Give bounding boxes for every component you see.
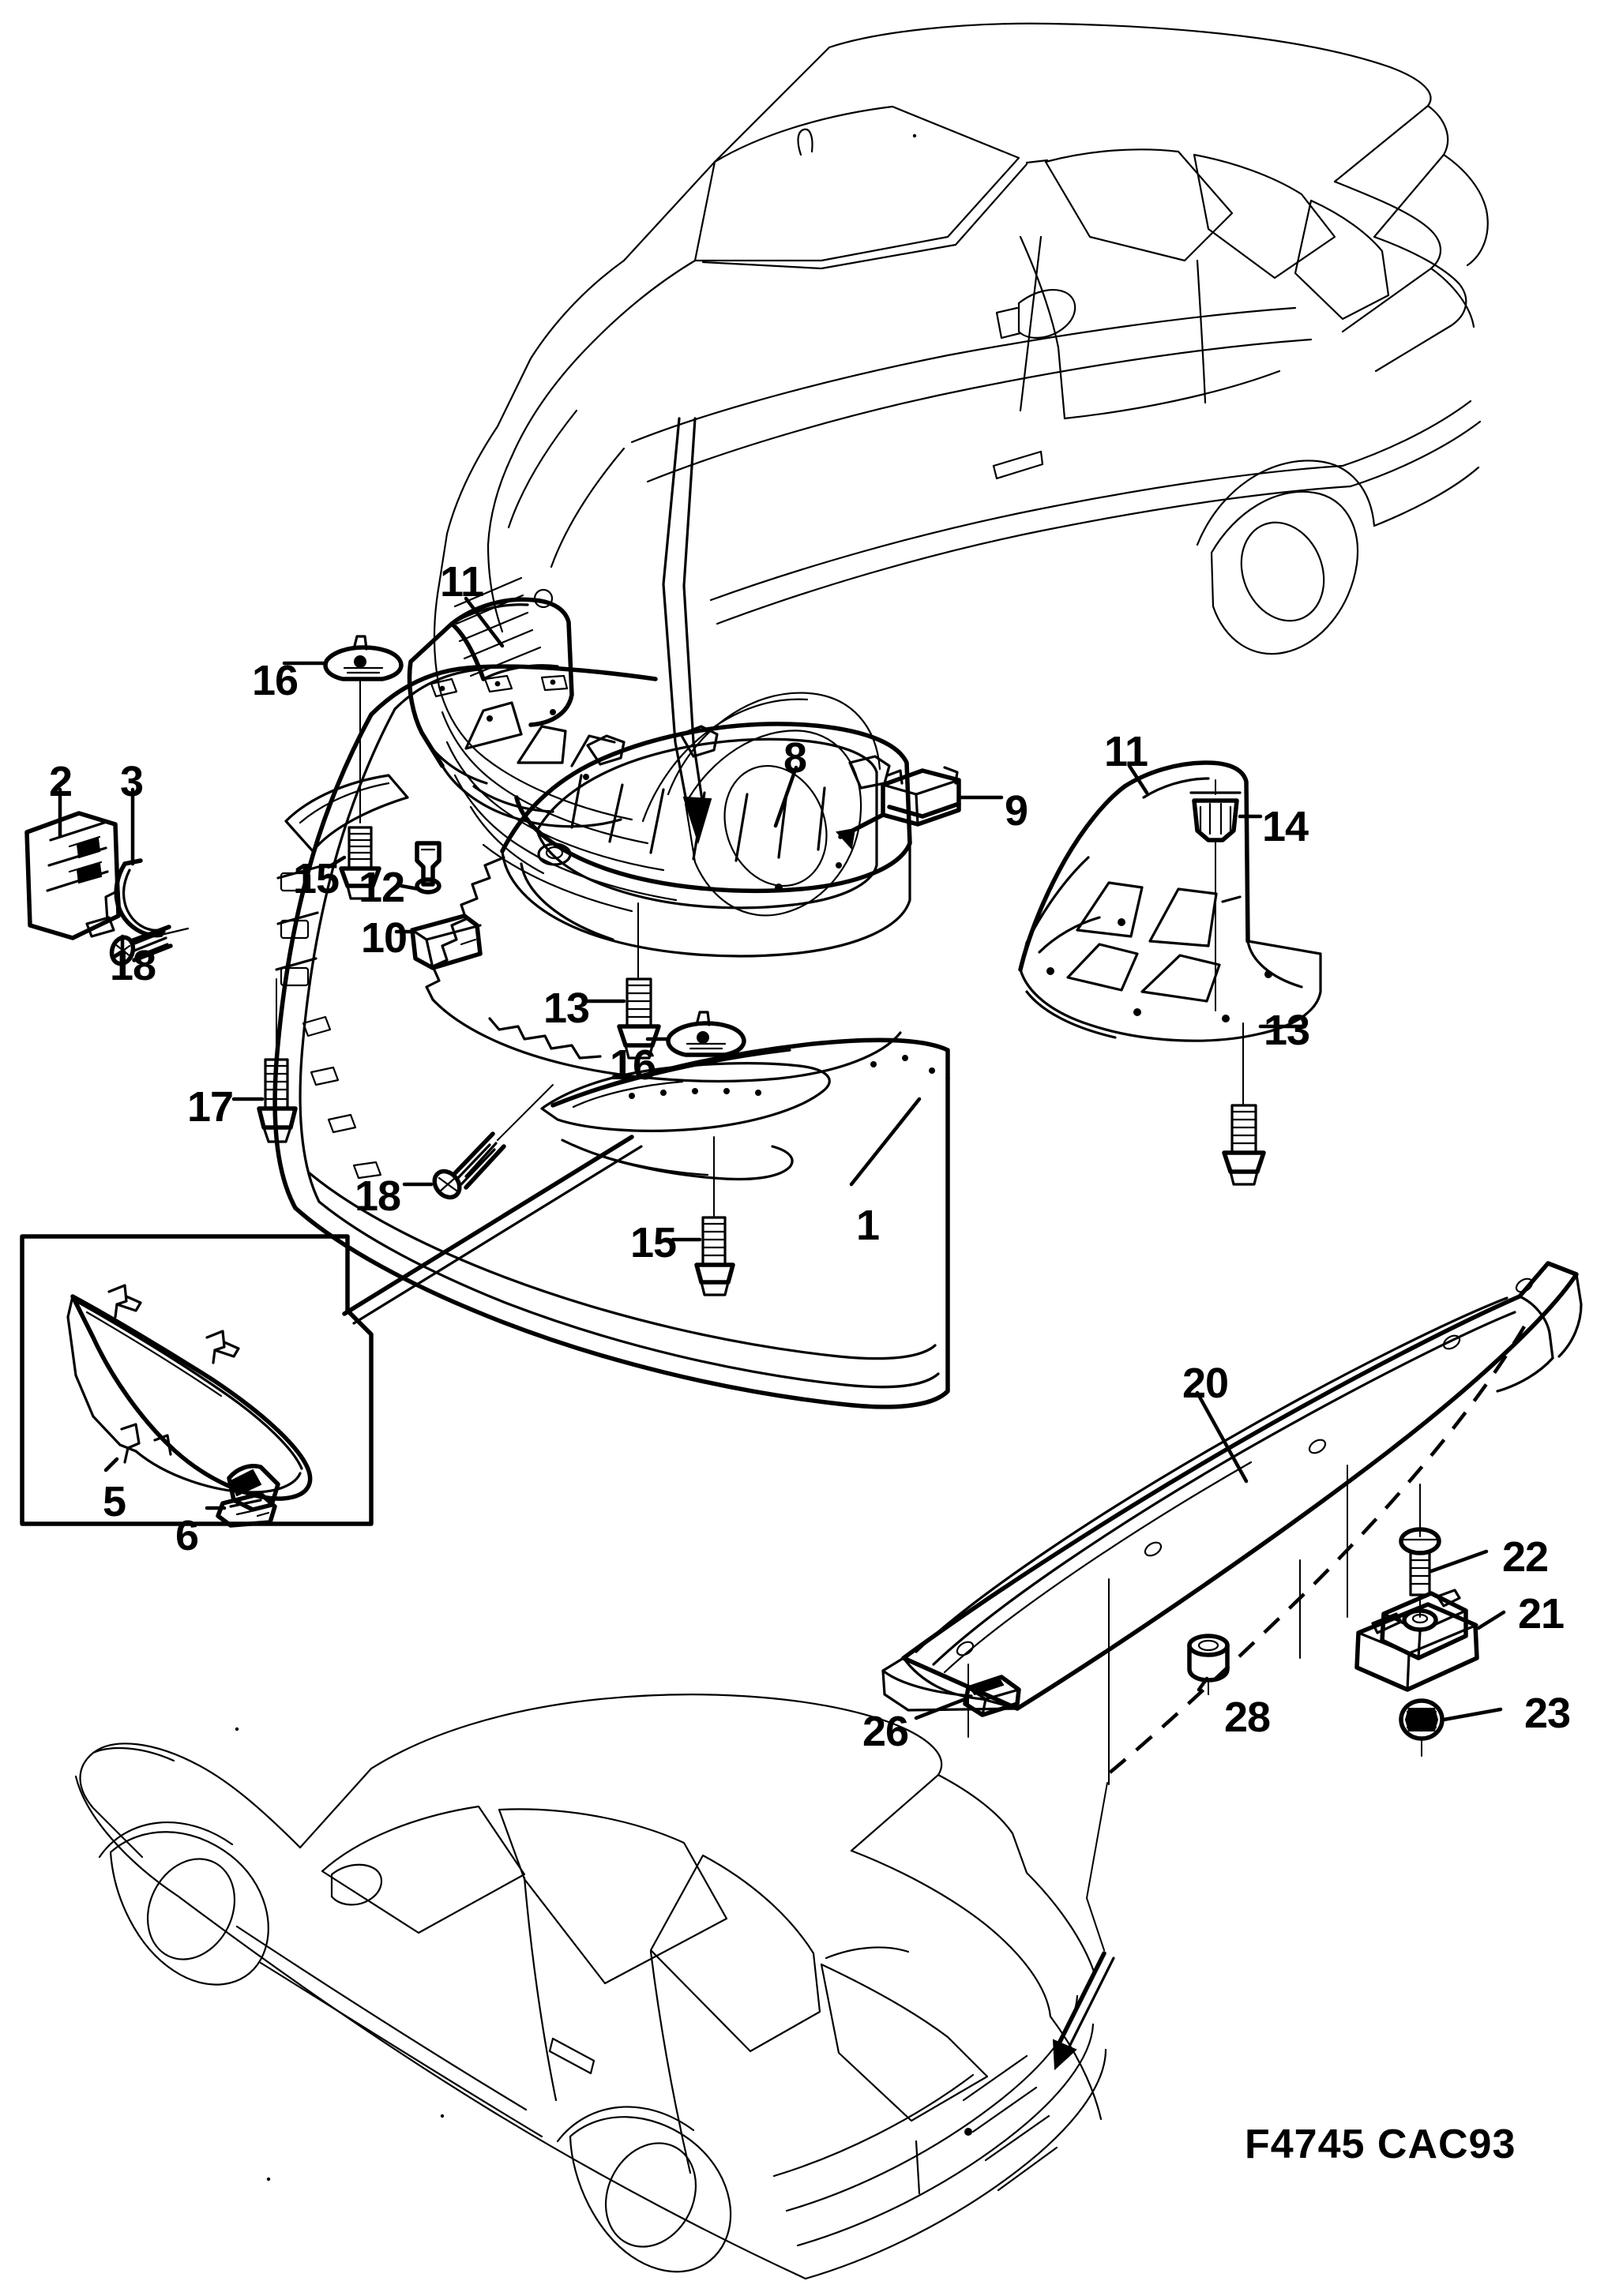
part-15-bolt-left [326, 680, 381, 900]
callout-15-lower: 15 [630, 1219, 677, 1266]
callout-16-lower: 16 [610, 1041, 656, 1089]
callout-10: 10 [361, 914, 408, 962]
part-21-clip-plate [1354, 1589, 1506, 1692]
part-2-cover-panel [24, 811, 121, 940]
front-bumper-cover-part-1 [272, 664, 950, 1409]
top-vehicle-illustration [433, 22, 1489, 917]
part-17-bolt [231, 978, 298, 1143]
callout-3: 3 [120, 758, 144, 805]
part-9-bracket [836, 766, 1004, 850]
part-13-bolt-right [1222, 1022, 1307, 1186]
callout-20: 20 [1182, 1360, 1229, 1407]
part-14-grommet [1189, 779, 1263, 1011]
part-22-screw [1399, 1484, 1489, 1618]
callout-5: 5 [103, 1478, 126, 1525]
callout-28: 28 [1224, 1694, 1271, 1741]
drawing-code: F4745 CAC93 [1245, 2122, 1516, 2167]
callout-12: 12 [359, 864, 405, 911]
callout-13-right: 13 [1264, 1007, 1310, 1054]
callout-16-upper: 16 [252, 657, 299, 704]
wheelhouse-liner-left-part-11 [407, 597, 622, 828]
part-16-clip-nut-lower [645, 1011, 746, 1057]
callout-14: 14 [1262, 803, 1309, 850]
callout-17: 17 [187, 1083, 234, 1131]
callout-18-lower: 18 [355, 1172, 401, 1220]
part-26-clip [914, 1675, 1021, 1720]
part-13-bolt-center [585, 902, 661, 1060]
callout-9: 9 [1005, 787, 1028, 835]
callout-11-left: 11 [440, 558, 484, 606]
bottom-vehicle-illustration [74, 1694, 1107, 2280]
top-vehicle-leader [662, 417, 712, 845]
callout-23: 23 [1524, 1690, 1571, 1737]
callout-18-upper: 18 [110, 942, 156, 989]
part-12-push-pin [399, 841, 441, 895]
callout-26: 26 [862, 1708, 909, 1755]
callout-22: 22 [1502, 1533, 1549, 1581]
callout-1: 1 [856, 1202, 880, 1249]
leader-part-20 [1195, 1390, 1249, 1484]
part-28-spacer [1187, 1634, 1230, 1695]
leader-part-1 [849, 1097, 922, 1187]
part-16-clip-nut-top [282, 635, 404, 681]
callout-21: 21 [1518, 1590, 1565, 1638]
part-23-nut [1399, 1698, 1503, 1757]
part-15-bolt-lower [671, 1136, 735, 1296]
inset-detail-box [20, 1234, 374, 1528]
air-dam-part-8 [425, 722, 912, 1083]
part-18-screw-left [109, 925, 173, 966]
rear-spoiler-part-20 [881, 1261, 1583, 1951]
callout-11-right: 11 [1104, 728, 1148, 775]
leader-part-11-right [1127, 763, 1149, 795]
leader-part-11-left [464, 596, 505, 648]
callout-6: 6 [175, 1512, 199, 1559]
callout-13-center: 13 [543, 985, 590, 1032]
callout-2: 2 [49, 758, 73, 805]
part-10-retainer [394, 914, 483, 970]
part-18-screw-lower [402, 1084, 554, 1200]
callout-15-upper: 15 [293, 855, 340, 902]
callout-8: 8 [783, 734, 807, 782]
spoiler-to-vehicle-leader [1052, 1951, 1115, 2071]
leader-part-8 [773, 765, 798, 828]
